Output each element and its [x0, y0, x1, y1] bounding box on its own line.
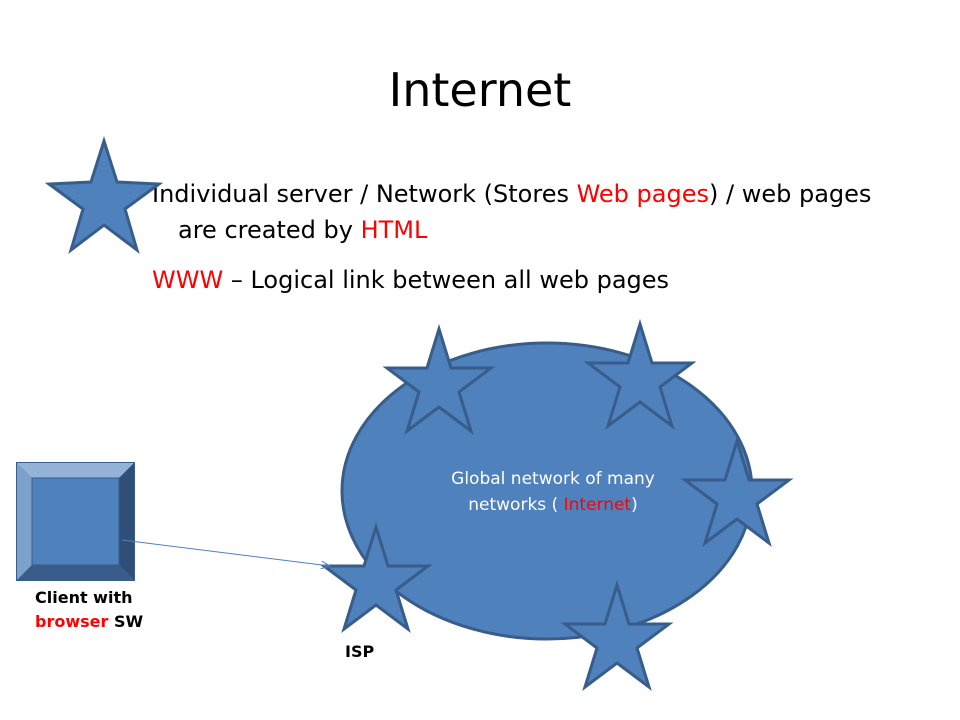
client-label-line2: browser SW [35, 610, 143, 634]
globe-label-text: ) [631, 495, 638, 515]
highlight-web-pages: Web pages [576, 180, 709, 208]
bullet-text: ) / web pages are created by [178, 180, 872, 244]
star-icon [583, 318, 697, 430]
star-icon [680, 435, 794, 547]
bullet-www: WWW – Logical link between all web pages [152, 262, 872, 298]
highlight-browser: browser [35, 612, 109, 631]
client-label: Client with browser SW [35, 586, 143, 634]
client-label-line1: Client with [35, 588, 133, 607]
client-label-text: SW [108, 612, 144, 631]
star-icon [560, 579, 674, 691]
isp-label: ISP [345, 642, 375, 661]
star-icon [44, 136, 164, 254]
globe-label-line2: networks ( Internet) [418, 492, 688, 518]
star-icon [382, 323, 496, 435]
slide-title: Internet [388, 63, 572, 117]
highlight-html: HTML [360, 216, 428, 244]
isp-star-icon [319, 521, 433, 633]
bullet-text: – Logical link between all web pages [223, 266, 670, 294]
highlight-www: WWW [152, 266, 224, 294]
bullet-server: Individual server / Network (Stores Web … [152, 176, 872, 248]
globe-label: Global network of many networks ( Intern… [418, 466, 688, 518]
bullet-list: Individual server / Network (Stores Web … [152, 176, 872, 298]
globe-label-text: networks ( [468, 495, 564, 515]
bullet-text: Individual server / Network (Stores [152, 180, 577, 208]
connection-arrow [121, 539, 330, 566]
highlight-internet: Internet [563, 495, 632, 515]
globe-label-line1: Global network of many [451, 469, 655, 489]
client-computer-icon [16, 462, 135, 581]
